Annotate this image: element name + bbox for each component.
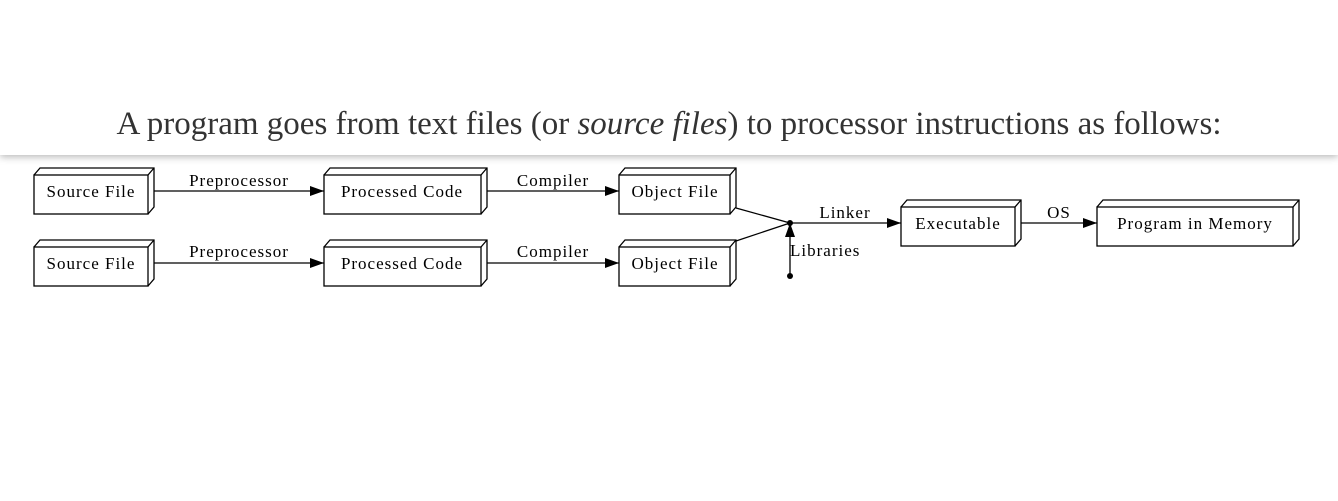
node-program-in-memory: Program in Memory [1096,199,1300,247]
node-label: Program in Memory [1117,214,1273,233]
libraries-source-point [787,273,793,279]
node-label: Source File [47,254,136,273]
edge-label-compiler-2: Compiler [517,242,589,261]
node-source-file-2: Source File [33,239,155,287]
node-label: Source File [47,182,136,201]
headline-emphasis: source files [577,106,728,142]
edge-object-file-2-to-join [735,222,791,242]
edge-object-file-1-to-join [735,207,791,224]
node-label: Processed Code [341,182,463,201]
node-label: Executable [915,214,1001,233]
edge-label-preprocessor-2: Preprocessor [189,242,289,261]
edge-label-os: OS [1047,203,1071,222]
node-processed-code-2: Processed Code [323,239,488,287]
edge-label-libraries: Libraries [790,241,860,260]
headline-text-before: A program goes from text files (or [116,106,578,142]
node-object-file-1: Object File [618,167,737,215]
edge-label-compiler-1: Compiler [517,171,589,190]
headline-text-after: ) to processor instructions as follows: [727,106,1222,142]
node-source-file-1: Source File [33,167,155,215]
edge-label-preprocessor-1: Preprocessor [189,171,289,190]
node-executable: Executable [900,199,1022,247]
headline: A program goes from text files (or sourc… [0,102,1338,146]
edge-label-linker: Linker [819,203,870,222]
node-processed-code-1: Processed Code [323,167,488,215]
node-label: Processed Code [341,254,463,273]
node-object-file-2: Object File [618,239,737,287]
headline-bar: A program goes from text files (or sourc… [0,0,1338,155]
node-label: Object File [631,182,718,201]
node-label: Object File [631,254,718,273]
